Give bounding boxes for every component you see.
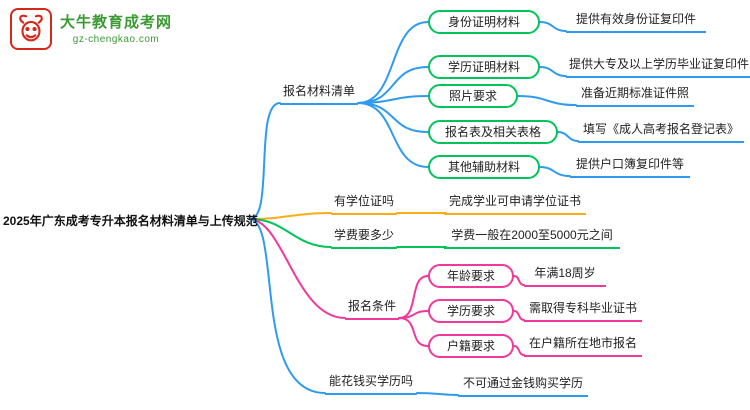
leaf-residence: 在户籍所在地市报名 bbox=[524, 335, 642, 357]
subtopic-photo: 照片要求 bbox=[428, 84, 518, 108]
leaf-photo: 准备近期标准证件照 bbox=[576, 85, 694, 107]
root-topic: 2025年广东成考专升本报名材料清单与上传规范 bbox=[3, 214, 258, 228]
edge-photo-leaf bbox=[517, 95, 577, 106]
leaf-id-proof: 提供有效身份证复印件 bbox=[566, 11, 706, 33]
edge-edu-leaf bbox=[513, 310, 525, 321]
edge-materials-photo bbox=[357, 95, 429, 104]
leaf-education: 需取得专科毕业证书 bbox=[524, 300, 642, 322]
subtopic-residence: 户籍要求 bbox=[428, 334, 514, 358]
branch-buy-label: 能花钱买学历吗 bbox=[325, 373, 417, 395]
site-logo-text: 大牛教育成考网 gz-chengkao.com bbox=[60, 13, 172, 46]
leaf-other-materials: 提供户口簿复印件等 bbox=[570, 156, 690, 178]
bull-logo-icon bbox=[10, 8, 52, 50]
leaf-tuition: 学费一般在2000至5000元之间 bbox=[444, 227, 620, 249]
site-logo: 大牛教育成考网 gz-chengkao.com bbox=[10, 8, 172, 50]
subtopic-diploma-proof: 学历证明材料 bbox=[428, 55, 540, 79]
edge-residence-leaf bbox=[513, 345, 525, 356]
edge-root-buy bbox=[249, 218, 326, 394]
edge-materials-id bbox=[357, 21, 429, 104]
branch-materials-label: 报名材料清单 bbox=[280, 83, 358, 105]
leaf-form: 填写《成人高考报名登记表》 bbox=[578, 121, 744, 143]
subtopic-education: 学历要求 bbox=[428, 299, 514, 323]
edge-conditions-edu bbox=[398, 310, 429, 319]
subtopic-id-proof: 身份证明材料 bbox=[428, 10, 540, 34]
edge-buy-leaf bbox=[416, 392, 459, 396]
site-name: 大牛教育成考网 bbox=[60, 13, 173, 31]
leaf-degree: 完成学业可申请学位证书 bbox=[444, 193, 586, 215]
leaf-age: 年满18周岁 bbox=[524, 265, 606, 287]
branch-conditions-label: 报名条件 bbox=[345, 298, 399, 320]
edge-form-leaf bbox=[557, 131, 579, 142]
edge-materials-other bbox=[357, 102, 429, 168]
edge-root-degree bbox=[249, 212, 332, 220]
edge-root-materials bbox=[249, 102, 281, 220]
edge-root-tuition bbox=[249, 218, 332, 248]
subtopic-age: 年龄要求 bbox=[428, 264, 514, 288]
edge-age-leaf bbox=[513, 275, 525, 286]
leaf-buy: 不可通过金钱购买学历 bbox=[458, 375, 588, 397]
branch-tuition-label: 学费要多少 bbox=[331, 227, 397, 249]
site-url: gz-chengkao.com bbox=[72, 33, 160, 45]
subtopic-other-materials: 其他辅助材料 bbox=[428, 155, 540, 179]
edge-materials-diploma bbox=[357, 66, 429, 104]
edge-conditions-age bbox=[398, 275, 429, 319]
edge-materials-form bbox=[357, 102, 429, 133]
edge-diploma-leaf bbox=[539, 66, 567, 77]
edge-other-leaf bbox=[539, 166, 571, 177]
leaf-diploma-proof: 提供大专及以上学历毕业证复印件 bbox=[566, 56, 750, 78]
branch-degree-label: 有学位证吗 bbox=[331, 193, 397, 215]
edge-conditions-residence bbox=[398, 317, 429, 347]
edge-id-leaf bbox=[539, 21, 567, 32]
subtopic-form: 报名表及相关表格 bbox=[428, 120, 558, 144]
